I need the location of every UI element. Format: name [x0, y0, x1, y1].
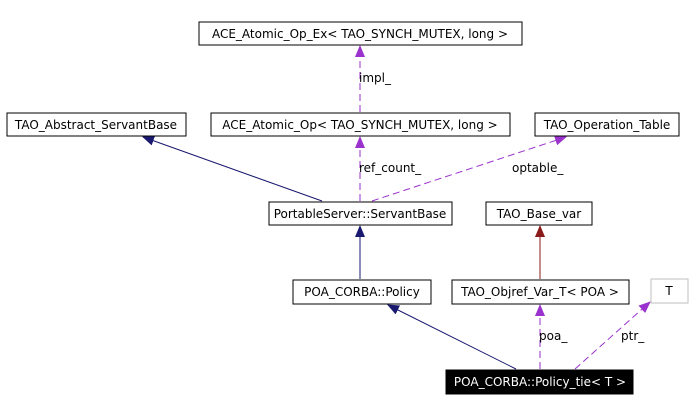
edge-label-ptr: ptr_: [621, 329, 645, 343]
node-label-portableserver-servantbase: PortableServer::ServantBase: [274, 207, 447, 221]
edge-label-optable: optable_: [512, 161, 564, 175]
edge-labels: impl_ ref_count_ optable_ poa_ ptr_: [359, 71, 645, 343]
node-t[interactable]: T: [650, 278, 689, 304]
edge-label-ref-count: ref_count_: [359, 161, 422, 175]
node-label-tao-objref-var-t: TAO_Objref_Var_T< POA >: [460, 285, 619, 299]
node-ace-atomic-op-ex[interactable]: ACE_Atomic_Op_Ex< TAO_SYNCH_MUTEX, long …: [198, 21, 523, 46]
node-tao-abstract-servantbase[interactable]: TAO_Abstract_ServantBase: [6, 112, 187, 137]
node-poa-corba-policy[interactable]: POA_CORBA::Policy: [292, 279, 432, 305]
node-label-ace-atomic-op: ACE_Atomic_Op< TAO_SYNCH_MUTEX, long >: [222, 118, 497, 132]
node-poa-corba-policy-tie[interactable]: POA_CORBA::Policy_tie< T >: [445, 369, 634, 395]
node-tao-base-var[interactable]: TAO_Base_var: [485, 201, 593, 226]
edge-tie-to-policy: [387, 304, 517, 370]
node-label-tao-base-var: TAO_Base_var: [496, 207, 582, 221]
node-tao-objref-var-t[interactable]: TAO_Objref_Var_T< POA >: [451, 279, 630, 305]
node-label-tao-abstract-servantbase: TAO_Abstract_ServantBase: [14, 118, 177, 132]
node-portableserver-servantbase[interactable]: PortableServer::ServantBase: [268, 201, 453, 226]
node-label-poa-corba-policy-tie: POA_CORBA::Policy_tie< T >: [454, 375, 626, 389]
node-label-ace-atomic-op-ex: ACE_Atomic_Op_Ex< TAO_SYNCH_MUTEX, long …: [212, 27, 508, 41]
edge-label-impl: impl_: [359, 71, 392, 85]
edges: [142, 45, 651, 370]
edge-tie-to-t: [574, 301, 651, 370]
edge-servantbase-to-operation-table: [371, 135, 567, 202]
node-ace-atomic-op[interactable]: ACE_Atomic_Op< TAO_SYNCH_MUTEX, long >: [210, 112, 511, 137]
edge-servantbase-to-abstract: [142, 135, 323, 202]
edge-label-poa: poa_: [539, 329, 568, 343]
node-label-poa-corba-policy: POA_CORBA::Policy: [304, 285, 420, 299]
node-label-tao-operation-table: TAO_Operation_Table: [543, 118, 671, 132]
node-tao-operation-table[interactable]: TAO_Operation_Table: [534, 112, 680, 137]
node-label-t: T: [664, 284, 673, 298]
